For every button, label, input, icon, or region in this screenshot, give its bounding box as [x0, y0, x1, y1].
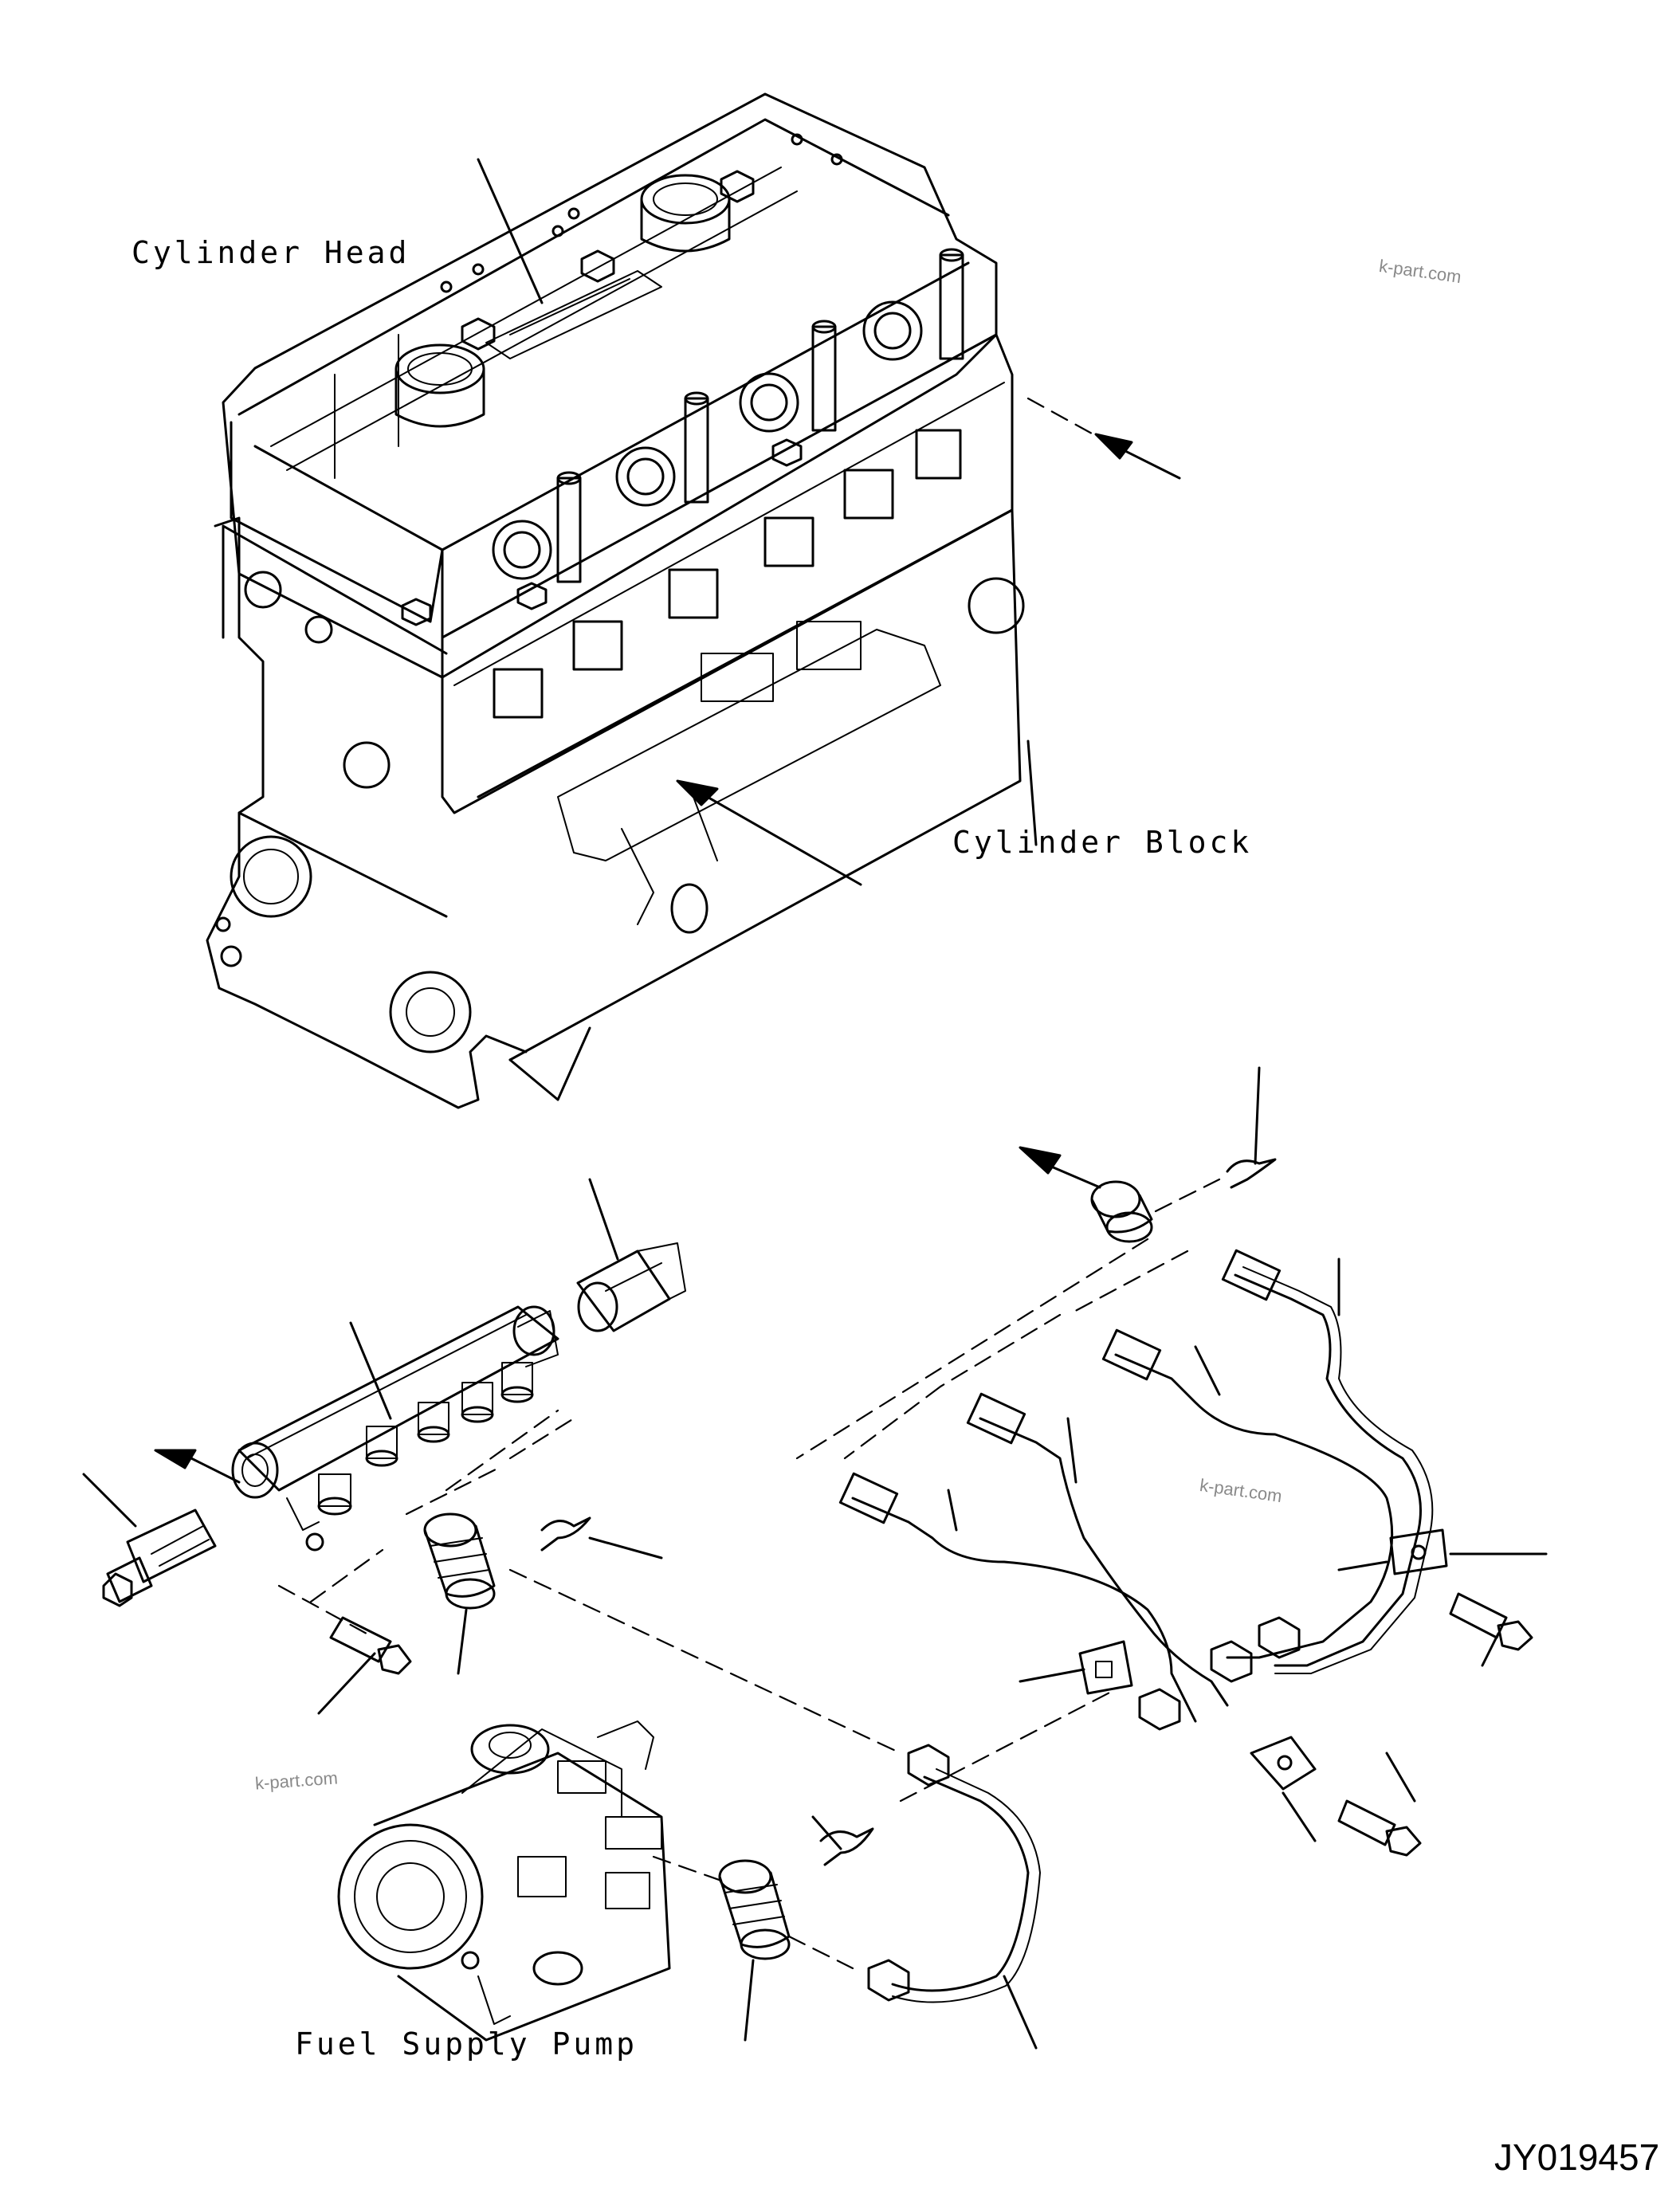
rail-mount-bolt	[329, 1616, 412, 1675]
supply-pipe	[867, 1744, 1041, 2003]
bolt-leader	[317, 1652, 376, 1715]
rail-leader	[349, 1321, 392, 1420]
pipe-clamp-right	[1389, 1528, 1448, 1575]
cylinder-head-label: Cylinder Head	[131, 235, 410, 270]
clip-upper-leader	[588, 1536, 663, 1559]
clip-lower	[819, 1827, 874, 1866]
pipe-clamp-left	[1078, 1640, 1133, 1695]
pressure-sensor	[576, 1242, 686, 1332]
rail-connector-sleeve	[423, 1512, 496, 1610]
collar-arrow	[1019, 1146, 1062, 1175]
clamp-left-leader	[1019, 1668, 1085, 1683]
clamp-right-leader-2	[1337, 1560, 1388, 1571]
limiter-leader	[82, 1473, 137, 1528]
clip-top-leader	[1254, 1066, 1261, 1165]
clamp-bolt-right	[1449, 1592, 1533, 1651]
fuel-supply-pump-label: Fuel Supply Pump	[295, 2026, 638, 2062]
rail-mount-leader	[692, 787, 862, 886]
rail-arrow-shaft	[190, 1457, 241, 1484]
cylinder-block-label: Cylinder Block	[952, 825, 1253, 860]
head-dash	[1026, 397, 1109, 444]
collar	[1090, 1180, 1153, 1243]
collar-arrow-shaft	[1042, 1162, 1101, 1189]
supply-pipe-leader	[1003, 1975, 1038, 2050]
common-rail	[231, 1305, 559, 1552]
rail-mount-arrow	[676, 779, 719, 806]
bolt-lower-right	[1337, 1799, 1422, 1857]
cylinder-block-leader	[1026, 740, 1038, 846]
sleeve-leader	[457, 1608, 468, 1675]
drawing-code: JY019457	[1494, 2136, 1660, 2178]
cylinder-head-leader	[477, 158, 544, 304]
pressure-limiter	[102, 1508, 217, 1607]
bracket-plate	[1250, 1736, 1317, 1791]
clip-upper	[540, 1516, 591, 1552]
fuel-supply-pump	[337, 1720, 671, 2042]
clip-top	[1226, 1158, 1277, 1189]
clip-lower-leader	[811, 1815, 842, 1850]
sensor-leader	[588, 1178, 619, 1261]
pump-connector-sleeve	[718, 1859, 791, 1960]
engine-assembly	[206, 92, 1025, 1109]
injection-pipes	[838, 1249, 1434, 1731]
rail-arrow	[154, 1449, 197, 1469]
